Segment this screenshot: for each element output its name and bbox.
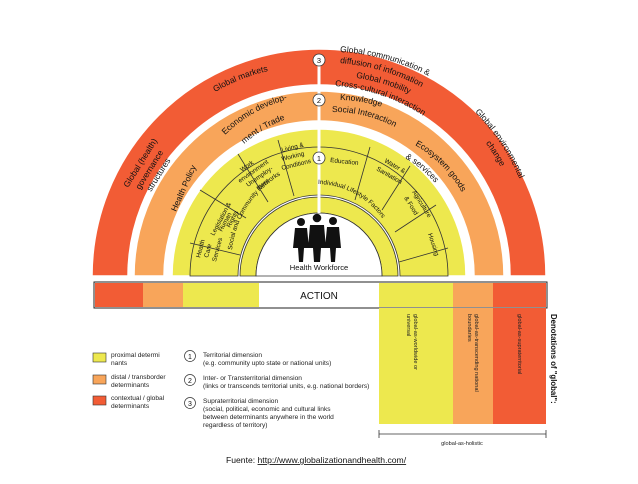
inner-sector-band xyxy=(189,146,449,277)
global-column-transcending xyxy=(453,308,493,424)
svg-text:3: 3 xyxy=(317,56,321,65)
svg-text:1: 1 xyxy=(317,154,321,163)
dimension-legend-3: 3 Supraterritorial dimension (social, po… xyxy=(184,397,334,429)
dimension-marker-3: 3 xyxy=(312,53,326,67)
dimension-legend-2: 2 Inter- or Transterritorial dimension (… xyxy=(184,374,369,390)
svg-text:regardless of territory): regardless of territory) xyxy=(203,422,268,429)
legend-proximal: proximal determi nants xyxy=(92,352,160,367)
svg-text:proximal determi: proximal determi xyxy=(111,352,160,359)
action-seg-center xyxy=(259,283,379,307)
svg-text:between determinants anywhere: between determinants anywhere in the wor… xyxy=(203,414,334,421)
health-workforce-figures xyxy=(293,213,341,262)
action-seg-middle-left xyxy=(143,283,183,307)
source-caption: Fuente: http://www.globalizationandhealt… xyxy=(226,455,407,465)
svg-text:contextual / global: contextual / global xyxy=(111,395,165,402)
source-link[interactable]: http://www.globalizationandhealth.com/ xyxy=(258,455,407,465)
label-health-care-1: Health xyxy=(195,238,207,258)
label-health-care-2: Care xyxy=(203,243,213,259)
svg-text:determinants: determinants xyxy=(111,403,150,410)
action-label: ACTION xyxy=(300,291,338,302)
label-education: Education xyxy=(330,157,359,167)
svg-text:3: 3 xyxy=(188,401,192,408)
legend-contextual: contextual / global determinants xyxy=(92,395,165,410)
action-seg-inner-left xyxy=(183,283,259,307)
svg-text:Territorial dimension: Territorial dimension xyxy=(203,352,262,359)
action-seg-inner-right xyxy=(379,283,453,307)
svg-text:nants: nants xyxy=(111,360,128,367)
svg-text:distal / transborder: distal / transborder xyxy=(111,374,166,381)
svg-text:Supraterritorial dimension: Supraterritorial dimension xyxy=(203,398,278,405)
action-seg-outer-right xyxy=(493,283,546,307)
middle-band xyxy=(133,90,505,277)
svg-text:Inter- or Transterritorial dim: Inter- or Transterritorial dimension xyxy=(203,375,302,382)
global-transcending-2: boundaries xyxy=(466,314,472,342)
action-seg-outer-left xyxy=(95,283,143,307)
dimension-marker-1: 1 xyxy=(312,151,326,165)
sector-dividers xyxy=(189,139,449,263)
global-worldwide-2: universal xyxy=(405,314,411,336)
dimension-legend-1: 1 Territorial dimension (e.g. community … xyxy=(184,350,331,367)
action-seg-middle-right xyxy=(453,283,493,307)
holistic-bracket xyxy=(378,430,547,438)
center-label: Health Workforce xyxy=(290,263,349,272)
global-transcending-1: global-as-transcending national xyxy=(473,314,479,392)
action-bar-outline xyxy=(93,281,548,309)
svg-text:(social, political, economic a: (social, political, economic and cultura… xyxy=(203,406,331,413)
global-supraterritorial: global-as-supraterritorial xyxy=(516,314,522,374)
svg-text:determinants: determinants xyxy=(111,382,150,389)
svg-text:1: 1 xyxy=(188,354,192,361)
legend-distal: distal / transborder determinants xyxy=(92,374,166,389)
svg-text:2: 2 xyxy=(317,96,321,105)
svg-text:2: 2 xyxy=(188,378,192,385)
global-column-worldwide xyxy=(379,308,453,424)
svg-text:(links or transcends territori: (links or transcends territorial units, … xyxy=(203,383,369,390)
svg-text:(e.g. community upto state or: (e.g. community upto state or national u… xyxy=(203,360,331,367)
denotations-label: Denotations of "global": xyxy=(549,314,558,404)
global-worldwide-1: global-as-worldwide or xyxy=(412,314,418,370)
holistic-label: global-as-holistic xyxy=(441,441,483,447)
dimension-marker-2: 2 xyxy=(312,93,326,107)
global-column-supraterritorial xyxy=(493,308,546,424)
outer-band xyxy=(91,48,547,277)
source-prefix: Fuente: xyxy=(226,455,258,465)
